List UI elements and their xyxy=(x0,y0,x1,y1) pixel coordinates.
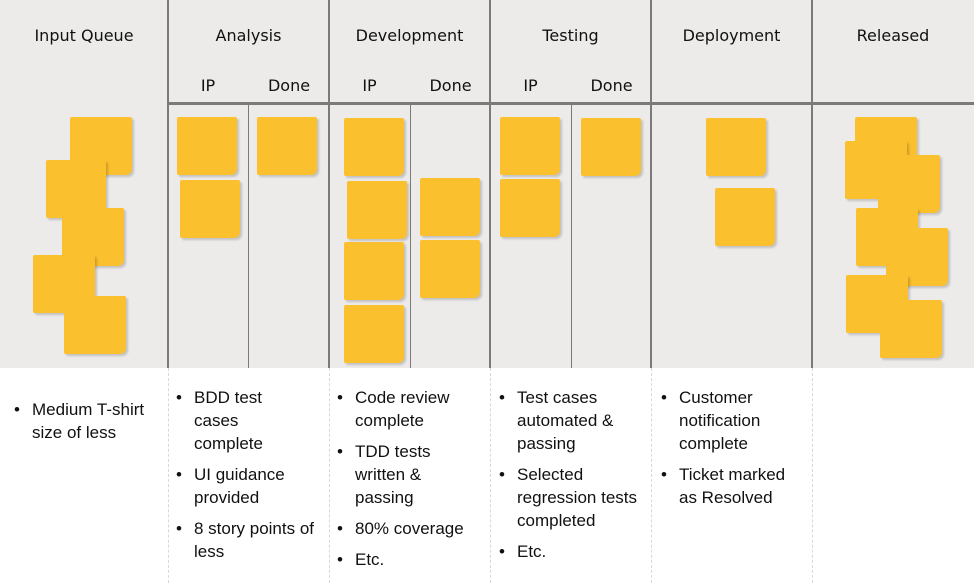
sticky-note xyxy=(180,180,240,238)
column-title-input-queue: Input Queue xyxy=(34,26,134,45)
column-title-deployment: Deployment xyxy=(682,26,781,45)
criteria-development: Code review complete TDD tests written &… xyxy=(333,386,489,579)
criteria-item: UI guidance provided xyxy=(172,463,314,509)
criteria-item: TDD tests written & passing xyxy=(333,440,455,509)
sticky-note xyxy=(420,240,480,298)
criteria-item: Code review complete xyxy=(333,386,490,432)
sticky-note xyxy=(64,296,126,354)
column-divider xyxy=(650,0,652,368)
sticky-note xyxy=(500,179,560,237)
column-title-testing: Testing xyxy=(542,26,599,45)
column-title-released: Released xyxy=(856,26,930,45)
criteria-item: Customer notification complete xyxy=(657,386,784,455)
criteria-item: Etc. xyxy=(333,548,489,571)
criteria-item: BDD test cases complete xyxy=(172,386,309,455)
sticky-note xyxy=(880,300,942,358)
sticky-note xyxy=(581,118,641,176)
criteria-item: Ticket marked as Resolved xyxy=(657,463,804,509)
sticky-note xyxy=(177,117,237,175)
criteria-divider xyxy=(168,368,169,583)
subcolumn-title-done: Done xyxy=(267,76,311,95)
subcolumn-title-ip: IP xyxy=(523,76,538,95)
criteria-divider xyxy=(329,368,330,583)
subcolumn-divider xyxy=(410,104,411,368)
criteria-item: 80% coverage xyxy=(333,517,489,540)
sticky-note xyxy=(500,117,560,175)
sticky-note xyxy=(420,178,480,236)
column-divider xyxy=(811,0,813,368)
sticky-note xyxy=(344,242,404,300)
criteria-item: 8 story points of less xyxy=(172,517,320,563)
criteria-item: Test cases automated & passing xyxy=(495,386,632,455)
header-divider xyxy=(168,102,974,105)
kanban-board: Input Queue Analysis Development Testing… xyxy=(0,0,974,368)
criteria-deployment: Customer notification complete Ticket ma… xyxy=(657,386,811,517)
sticky-note xyxy=(257,117,317,175)
criteria-item: Selected regression tests completed xyxy=(495,463,657,532)
criteria-item: Medium T-shirt size of less xyxy=(10,398,166,444)
criteria-divider xyxy=(812,368,813,583)
subcolumn-title-done: Done xyxy=(590,76,633,95)
sticky-note xyxy=(347,181,407,239)
column-divider xyxy=(167,0,169,368)
criteria-input-queue: Medium T-shirt size of less xyxy=(10,398,166,452)
subcolumn-divider xyxy=(571,104,572,368)
column-title-development: Development xyxy=(355,26,464,45)
sticky-note xyxy=(344,118,404,176)
criteria-divider xyxy=(490,368,491,583)
subcolumn-divider xyxy=(248,104,249,368)
subcolumn-title-done: Done xyxy=(429,76,472,95)
column-divider xyxy=(328,0,330,368)
sticky-note xyxy=(344,305,404,363)
column-divider xyxy=(489,0,491,368)
column-title-analysis: Analysis xyxy=(215,26,282,45)
criteria-item: Etc. xyxy=(495,540,655,563)
sticky-note xyxy=(706,118,766,176)
sticky-note xyxy=(878,155,940,213)
subcolumn-title-ip: IP xyxy=(200,76,216,95)
criteria-analysis: BDD test cases complete UI guidance prov… xyxy=(172,386,328,571)
subcolumn-title-ip: IP xyxy=(362,76,377,95)
criteria-testing: Test cases automated & passing Selected … xyxy=(495,386,655,571)
sticky-note xyxy=(715,188,775,246)
